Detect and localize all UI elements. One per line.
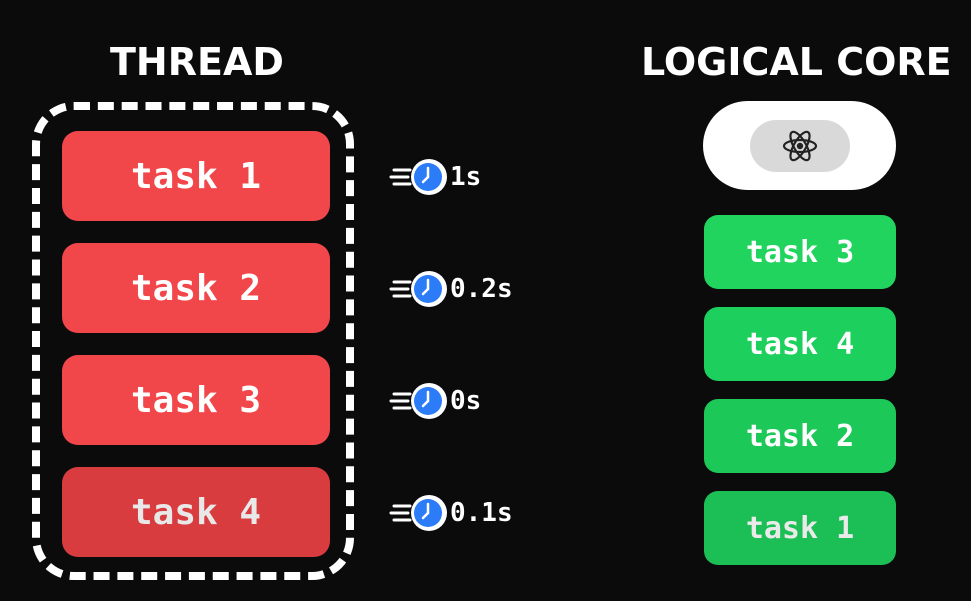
logical-core — [703, 101, 896, 190]
thread-task-3: task 3 — [62, 355, 330, 445]
task-2-duration: 0.2s — [388, 264, 513, 314]
core-task-4: task 4 — [704, 307, 896, 381]
thread-task-2: task 2 — [62, 243, 330, 333]
thread-title: THREAD — [110, 40, 284, 84]
fast-clock-icon — [389, 383, 447, 419]
duration-label: 0s — [450, 386, 482, 416]
task-4-duration: 0.1s — [388, 488, 513, 538]
thread-container — [32, 102, 354, 580]
fast-clock-icon — [389, 271, 447, 307]
core-chip — [749, 119, 850, 172]
fast-clock-icon — [389, 159, 447, 195]
duration-label: 0.2s — [450, 274, 513, 304]
core-task-2: task 2 — [704, 399, 896, 473]
logical-core-title: LOGICAL CORE — [641, 40, 952, 84]
task-3-duration: 0s — [388, 376, 481, 426]
duration-label: 1s — [450, 162, 482, 192]
core-task-3: task 3 — [704, 215, 896, 289]
duration-label: 0.1s — [450, 498, 513, 528]
thread-task-4: task 4 — [62, 467, 330, 557]
fast-clock-icon — [389, 495, 447, 531]
task-1-duration: 1s — [388, 152, 481, 202]
thread-task-1: task 1 — [62, 131, 330, 221]
atom-icon — [782, 130, 817, 161]
core-task-1: task 1 — [704, 491, 896, 565]
